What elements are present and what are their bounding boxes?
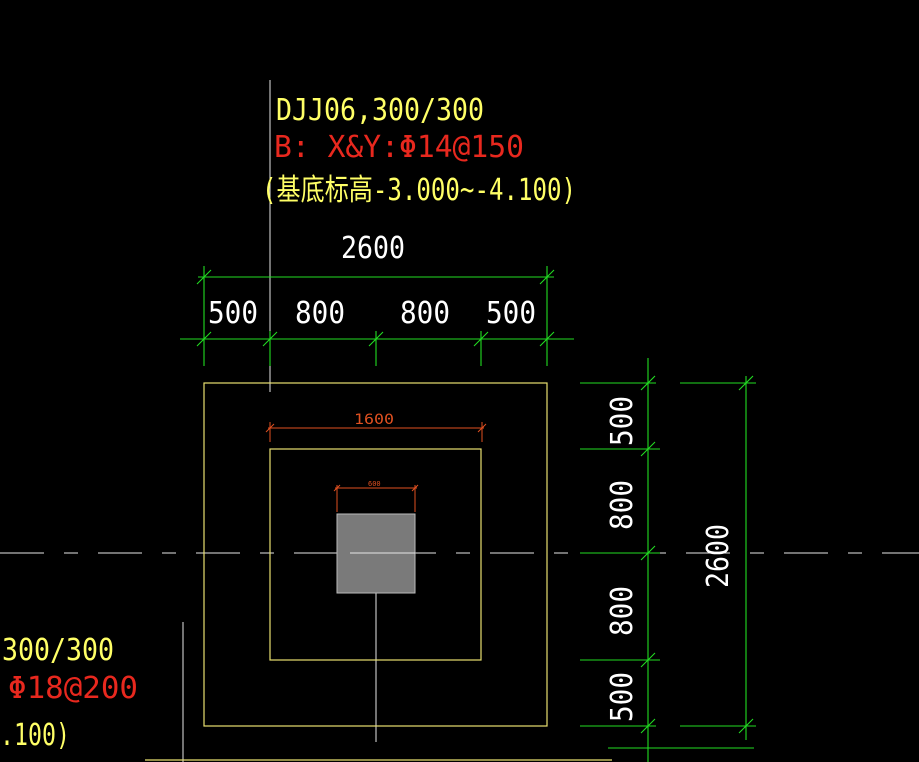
dim-right-seg-3[interactable]: 800 (605, 586, 640, 636)
tick (738, 375, 754, 391)
tick (196, 269, 212, 285)
footing-label[interactable]: DJJ06,300/300 (276, 93, 484, 128)
inner-dimension-lines (265, 422, 487, 512)
dim-top-seg-2[interactable]: 800 (295, 296, 345, 331)
partial-elevation-label[interactable]: .100) (0, 718, 70, 753)
base-elevation-label[interactable]: (基底标高-3.000~-4.100) (262, 173, 576, 208)
tick (473, 331, 489, 347)
tick (640, 375, 656, 391)
right-dimension-lines (580, 358, 756, 762)
dim-overall-right[interactable]: 2600 (701, 524, 736, 588)
tick (196, 331, 212, 347)
tick (640, 718, 656, 734)
dim-right-seg-2[interactable]: 800 (605, 480, 640, 530)
dim-top-seg-3[interactable]: 800 (400, 296, 450, 331)
footing-outer-outline[interactable] (203, 382, 548, 727)
dim-overall-top[interactable]: 2600 (341, 231, 405, 266)
dim-top-seg-4[interactable]: 500 (486, 296, 536, 331)
tick (539, 331, 555, 347)
tick (368, 331, 384, 347)
dim-inner-width[interactable]: 1600 (354, 412, 394, 428)
tick (640, 652, 656, 668)
dim-right-seg-4[interactable]: 500 (605, 672, 640, 722)
partial-rebar-label[interactable]: Φ18@200 (8, 671, 138, 706)
tick (640, 545, 656, 561)
footing-inner-step-outline[interactable] (269, 448, 482, 661)
tick (539, 269, 555, 285)
tick (738, 718, 754, 734)
tick (640, 441, 656, 457)
dim-column-width[interactable]: 600 (368, 480, 381, 488)
tick (262, 331, 278, 347)
top-dimension-lines (180, 266, 574, 366)
footing-outlines (145, 382, 612, 761)
partial-footing-label[interactable]: 300/300 (2, 633, 114, 668)
dim-top-seg-1[interactable]: 500 (208, 296, 258, 331)
dim-right-seg-1[interactable]: 500 (605, 396, 640, 446)
rebar-spec-label[interactable]: B: X&Y:Φ14@150 (274, 130, 524, 165)
